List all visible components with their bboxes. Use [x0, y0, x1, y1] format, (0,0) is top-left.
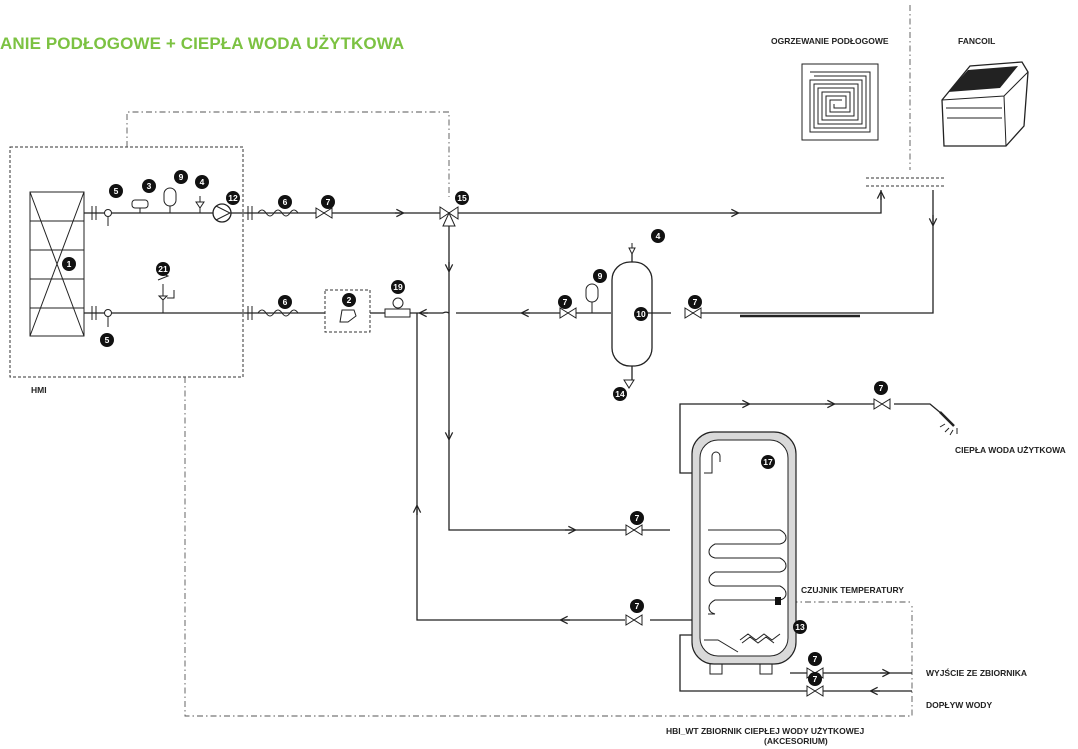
badge-5a: 5 [109, 184, 123, 198]
svg-text:17: 17 [763, 457, 773, 467]
badge-7h: 7 [808, 672, 822, 686]
expansion-vessel-icon [163, 187, 177, 207]
flow-switch-icon [131, 199, 149, 209]
badge-7e: 7 [630, 511, 644, 525]
return-pipe [690, 190, 934, 314]
svg-text:7: 7 [635, 513, 640, 523]
badge-15: 15 [455, 191, 469, 205]
badge-13: 13 [793, 620, 807, 634]
control-wire-sensor [184, 377, 913, 717]
svg-text:12: 12 [228, 193, 238, 203]
svg-text:21: 21 [158, 264, 168, 274]
badge-7c: 7 [688, 295, 702, 309]
control-wire-valve [126, 111, 450, 197]
diagram-title: ANIE PODŁOGOWE + CIEPŁA WODA UŻYTKOWA [0, 34, 405, 53]
svg-text:9: 9 [598, 271, 603, 281]
fancoil-label: FANCOIL [958, 36, 996, 46]
expansion-vessel-2-icon [585, 283, 599, 303]
badge-7f: 7 [630, 599, 644, 613]
svg-text:4: 4 [656, 231, 661, 241]
drain-valve-icon [623, 379, 635, 389]
svg-text:7: 7 [635, 601, 640, 611]
three-way-valve-icon [439, 206, 459, 227]
badge-6a: 6 [278, 195, 292, 209]
badge-12: 12 [226, 191, 240, 205]
badge-3: 3 [142, 179, 156, 193]
svg-text:9: 9 [179, 172, 184, 182]
svg-text:6: 6 [283, 197, 288, 207]
svg-text:7: 7 [813, 674, 818, 684]
tank-outlet-label: WYJŚCIE ZE ZBIORNIKA [926, 668, 1028, 678]
svg-text:5: 5 [114, 186, 119, 196]
air-vent-icon [195, 196, 205, 213]
svg-text:14: 14 [615, 389, 625, 399]
svg-text:7: 7 [326, 197, 331, 207]
badge-9b: 9 [593, 269, 607, 283]
dhw-supply-pipe [448, 226, 670, 531]
svg-text:2: 2 [347, 295, 352, 305]
heat-pump-exchanger [29, 191, 85, 337]
svg-text:4: 4 [200, 177, 205, 187]
badge-7g: 7 [808, 652, 822, 666]
badge-19: 19 [391, 280, 405, 294]
svg-text:6: 6 [283, 297, 288, 307]
badge-4a: 4 [195, 175, 209, 189]
shower-head-icon [939, 411, 958, 436]
supply-pipe-to-manifold [458, 190, 882, 214]
hot-water-label: CIEPŁA WODA UŻYTKOWA [955, 445, 1066, 455]
pump-icon [212, 203, 232, 223]
tank-accessory-label: (AKCESORIUM) [764, 736, 828, 746]
hmi-label: HMI [31, 385, 47, 395]
badge-9a: 9 [174, 170, 188, 184]
union-fittings [91, 206, 253, 320]
tank-name-label: HBI_WT ZBIORNIK CIEPŁEJ WODY UŻYTKOWEJ [666, 726, 865, 736]
svg-text:7: 7 [879, 383, 884, 393]
svg-text:13: 13 [795, 622, 805, 632]
svg-text:7: 7 [563, 297, 568, 307]
svg-text:15: 15 [457, 193, 467, 203]
floor-heating-icon [801, 63, 879, 141]
svg-text:7: 7 [693, 297, 698, 307]
hmi-box [9, 146, 244, 378]
fancoil-icon [941, 61, 1029, 147]
badge-5b: 5 [100, 333, 114, 347]
svg-text:3: 3 [147, 181, 152, 191]
badge-10: 10 [634, 307, 648, 321]
badge-2: 2 [342, 293, 356, 307]
badge-7a: 7 [321, 195, 335, 209]
floor-heating-label: OGRZEWANIE PODŁOGOWE [771, 36, 889, 46]
badge-7b: 7 [558, 295, 572, 309]
valve-5-icon [104, 209, 112, 217]
svg-text:5: 5 [105, 335, 110, 345]
filter-box [324, 289, 371, 333]
gate-valves [315, 207, 891, 697]
component-badges: 1 2 3 4 4 5 5 6 6 7 7 7 7 7 7 7 7 9 9 10… [62, 170, 888, 686]
svg-text:7: 7 [813, 654, 818, 664]
badge-21: 21 [156, 262, 170, 276]
dhw-return-pipe [416, 313, 625, 621]
svg-text:10: 10 [636, 309, 646, 319]
badge-6b: 6 [278, 295, 292, 309]
manifold [866, 177, 944, 187]
badge-1: 1 [62, 257, 76, 271]
svg-text:19: 19 [393, 282, 403, 292]
badge-17: 17 [761, 455, 775, 469]
temperature-sensor-label: CZUJNIK TEMPERATURY [801, 585, 904, 595]
badge-7d: 7 [874, 381, 888, 395]
flow-meter-icon [384, 308, 411, 318]
dhw-tank [691, 431, 797, 675]
badge-4b: 4 [651, 229, 665, 243]
flex-hose-icon [257, 209, 299, 217]
svg-text:1: 1 [67, 259, 72, 269]
water-inlet-label: DOPŁYW WODY [926, 700, 993, 710]
badge-14: 14 [613, 387, 627, 401]
filter-icon [339, 309, 357, 323]
